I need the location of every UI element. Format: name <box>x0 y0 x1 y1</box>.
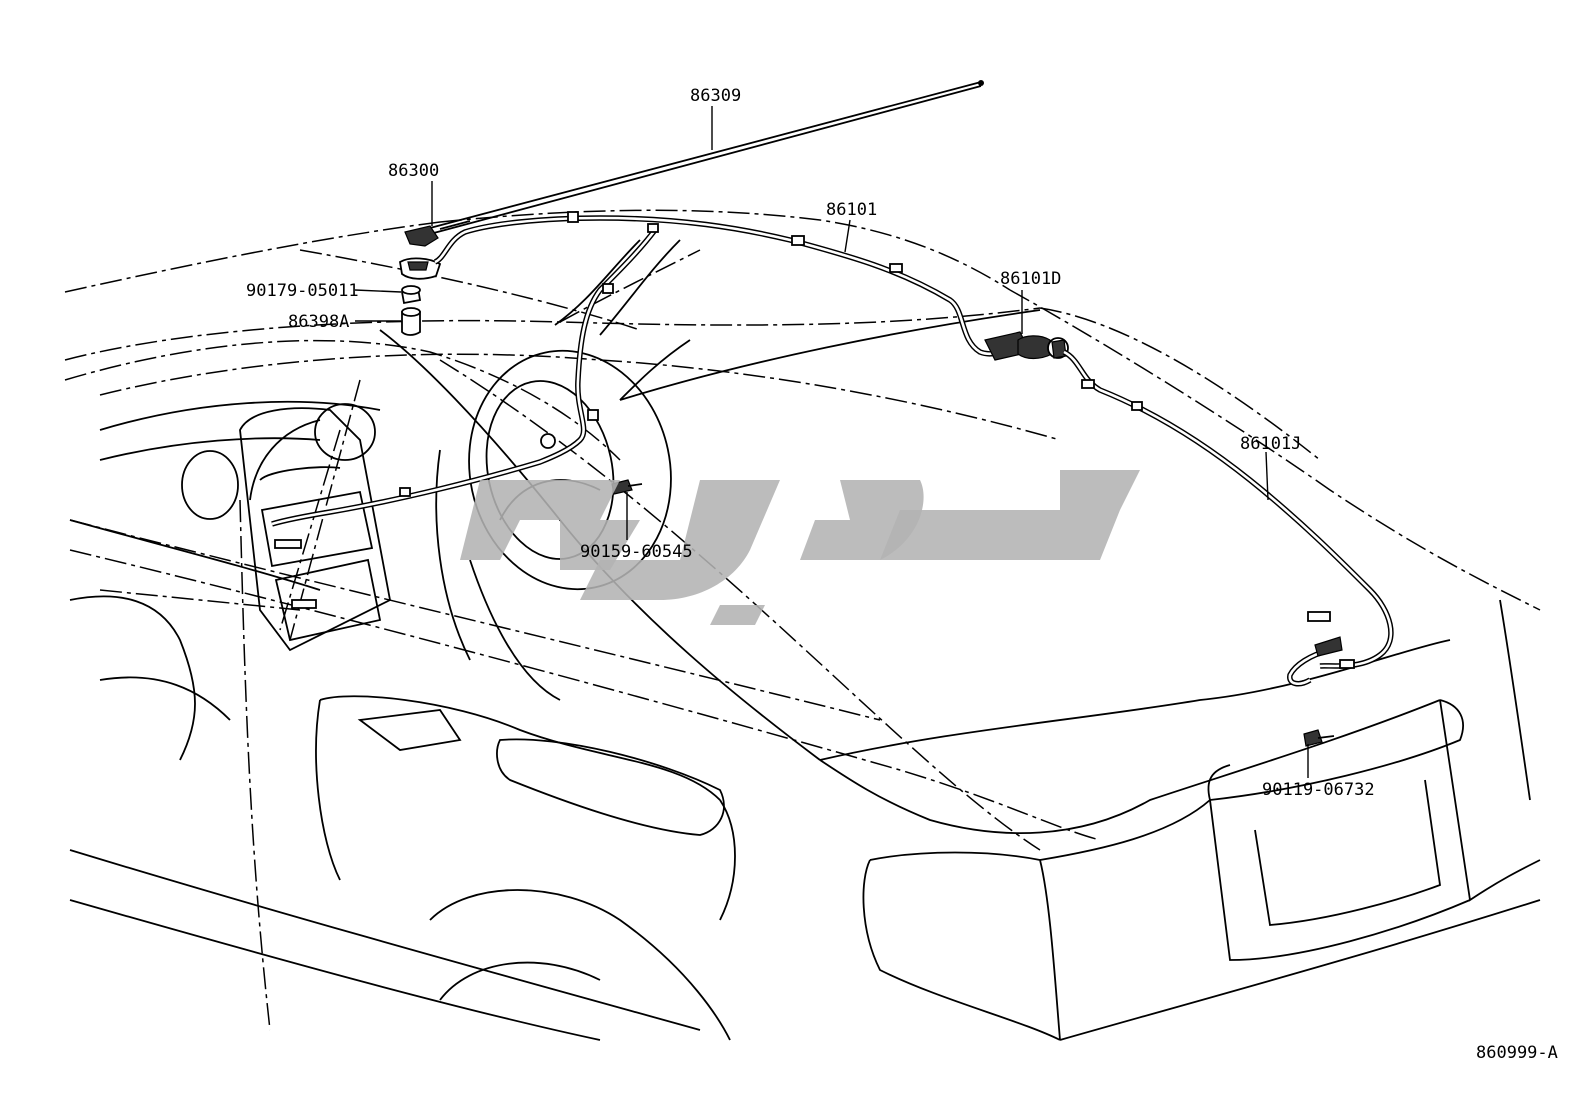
nut-90179-05011[interactable] <box>400 285 422 305</box>
screw-90119-06732[interactable] <box>1303 729 1335 747</box>
label-86309: 86309 <box>690 86 741 106</box>
watermark-logo <box>460 470 1140 625</box>
label-90119-06732: 90119-06732 <box>1262 780 1375 800</box>
antenna-cord-86101J[interactable] <box>1062 349 1394 687</box>
part-labels: 86309 86300 86101 86101D 90179-05011 863… <box>246 86 1558 1063</box>
figure-code: 860999-A <box>1476 1043 1558 1063</box>
label-86101D: 86101D <box>1000 269 1061 289</box>
spacer-86398A[interactable] <box>401 307 421 336</box>
label-86300: 86300 <box>388 161 439 181</box>
antenna-rod-86309[interactable] <box>429 80 984 235</box>
antenna-base-86300[interactable] <box>399 225 442 280</box>
label-86101: 86101 <box>826 200 877 220</box>
label-86398A: 86398A <box>288 312 349 332</box>
antenna-cord-86101[interactable] <box>271 211 1022 609</box>
label-90159-60545: 90159-60545 <box>580 542 693 562</box>
car-body-solid <box>69 239 1541 1041</box>
label-86101J: 86101J <box>1240 434 1301 454</box>
car-body-outline <box>64 209 1541 1031</box>
label-90179-05011: 90179-05011 <box>246 281 359 301</box>
leader-lines <box>354 106 1309 778</box>
cord-connector-86101D[interactable] <box>984 331 1069 361</box>
